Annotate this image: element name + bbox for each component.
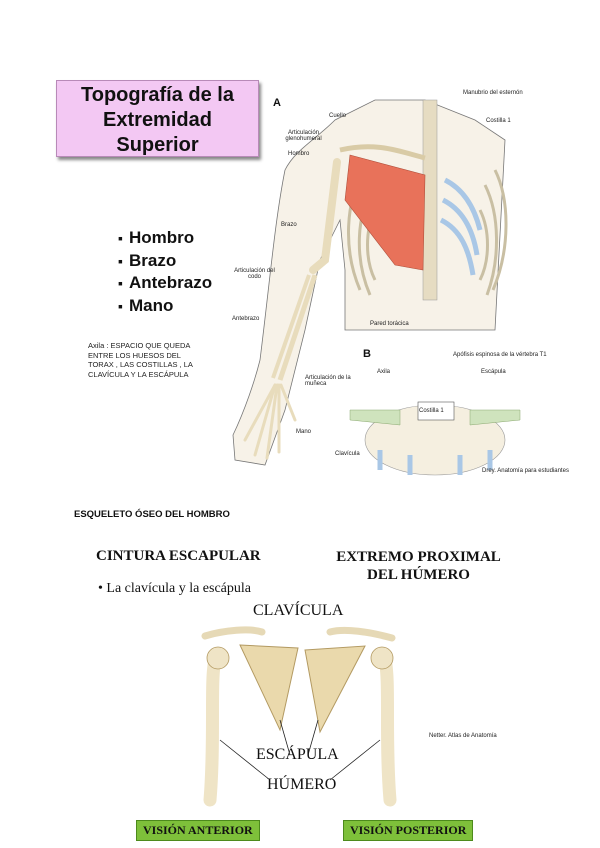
posterior-humerus-shape [378, 653, 397, 807]
title-box: Topografía de la Extremidad Superior [56, 80, 259, 157]
extremo-line-1: EXTREMO PROXIMAL [336, 549, 501, 565]
posterior-clavicle-shape [326, 626, 396, 642]
costal-cartilage-shape [439, 177, 483, 276]
posterior-scapula-shape [304, 645, 366, 734]
cintura-item: • La clavícula y la escápula [98, 581, 251, 596]
title-line-2: Extremidad [103, 109, 212, 131]
label-apofisis: Apófisis espinosa de la vértebra T1 [453, 352, 547, 358]
section-heading: ESQUELETO ÓSEO DEL HOMBRO [74, 509, 230, 520]
label-escapula: Escápula [481, 369, 506, 375]
pectoral-muscle-shape [344, 154, 426, 271]
label-articulacion-codo: Articulación del codo [234, 268, 275, 280]
figure-credit: Drey. Anatomía para estudiantes [482, 468, 569, 474]
anterior-scapula-shape [239, 644, 299, 732]
title-line-1: Topografía de la [81, 84, 234, 106]
clavicle-shape [339, 144, 426, 161]
hand-shape [243, 383, 297, 460]
label-articulacion-muneca: Articulación de la muñeca [305, 375, 351, 387]
region-list: Hombro Brazo Antebrazo Mano [118, 227, 212, 317]
label-brazo: Brazo [281, 222, 297, 228]
cintura-heading: CINTURA ESCAPULAR [96, 548, 261, 564]
upper-limb-figure [232, 99, 521, 476]
title-line-3: Superior [116, 134, 199, 156]
label-antebrazo: Antebrazo [232, 316, 260, 322]
shoulder-bones-figure [201, 626, 397, 807]
humerus-shape [309, 158, 341, 274]
label-pared-toracica: Pared torácica [370, 321, 409, 327]
netter-credit: Netter. Atlas de Anatomía [429, 733, 497, 739]
extremo-heading: EXTREMO PROXIMAL DEL HÚMERO [326, 548, 511, 584]
escapula-label: ESCÁPULA [256, 746, 339, 763]
cintura-item-text: La clavícula y la escápula [106, 581, 251, 596]
clavicula-label: CLAVÍCULA [253, 602, 344, 619]
label-clavicula: Clavícula [335, 451, 360, 457]
leader-lines [219, 719, 381, 781]
list-item: Hombro [118, 227, 212, 250]
vision-posterior-label: VISIÓN POSTERIOR [343, 820, 474, 841]
label-mano: Mano [296, 429, 312, 435]
label-manubrio: Manubrio del esternón [463, 90, 523, 96]
label-articulacion-glenohumeral: Articulación glenohumeral [285, 130, 322, 142]
ulna-shape [271, 274, 311, 379]
label-axila: Axila [377, 369, 391, 375]
label-costilla1-b: Costilla 1 [419, 408, 444, 414]
axila-note: Axila : ESPACIO QUE QUEDA ENTRE LOS HUES… [88, 341, 193, 379]
panel-a-label: A [273, 97, 281, 109]
radius-shape [277, 274, 318, 381]
label-cuello: Cuello [329, 113, 347, 119]
panel-b-label: B [363, 348, 371, 360]
list-item: Mano [118, 295, 212, 318]
anterior-clavicle-shape [201, 626, 266, 640]
list-item: Brazo [118, 250, 212, 273]
list-item: Antebrazo [118, 272, 212, 295]
extremo-line-2: DEL HÚMERO [367, 567, 470, 583]
humero-label: HÚMERO [267, 776, 337, 793]
label-costilla1: Costilla 1 [486, 118, 511, 124]
vision-anterior-label: VISIÓN ANTERIOR [136, 820, 260, 841]
panel-b-shape [349, 401, 521, 476]
label-hombro: Hombro [288, 151, 310, 157]
spine-shape [422, 99, 438, 301]
anterior-humerus-shape [203, 653, 222, 807]
